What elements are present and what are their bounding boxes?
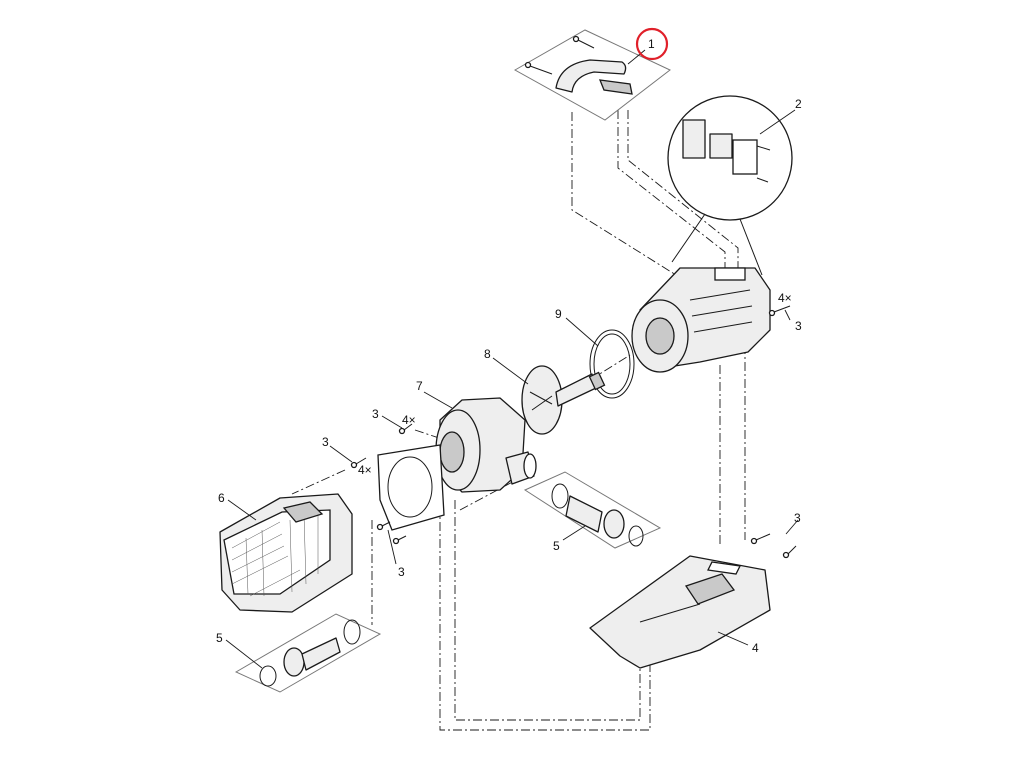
callout-3: 3	[372, 407, 379, 421]
part-3-screws	[350, 305, 797, 559]
callout-1: 1	[648, 37, 655, 51]
part-6-filter-basket	[219, 493, 353, 613]
gasket-plate	[377, 444, 445, 531]
motor-housing	[631, 267, 771, 373]
callout-6: 6	[218, 491, 225, 505]
callout-5: 5	[216, 631, 223, 645]
callout-7: 7	[416, 379, 423, 393]
part-9-o-ring	[589, 329, 635, 399]
callout-4x: 4×	[778, 291, 792, 305]
callout-3: 3	[398, 565, 405, 579]
part-5-hose-set-left	[234, 613, 382, 693]
callout-labels: 1 2 3 4× 9 8 7 3 4× 3 4× 6 3 5 3 4 5	[216, 37, 802, 655]
part-1-handle-group	[513, 29, 671, 121]
callout-3: 3	[794, 511, 801, 525]
callout-4x: 4×	[402, 413, 416, 427]
callout-9: 9	[555, 307, 562, 321]
part-2-switch-detail	[667, 95, 793, 276]
part-4-base-foot	[589, 555, 771, 669]
callout-5: 5	[553, 539, 560, 553]
part-5-hose-set-right	[523, 471, 662, 549]
callout-8: 8	[484, 347, 491, 361]
callout-4x: 4×	[358, 463, 372, 477]
callout-2: 2	[795, 97, 802, 111]
leader-lines	[225, 49, 799, 669]
callout-3: 3	[322, 435, 329, 449]
highlight-ring	[635, 27, 669, 61]
part-8-rotor	[521, 365, 606, 435]
assembly-guide-lines	[291, 110, 746, 731]
part-7-pump-housing	[435, 397, 537, 493]
callout-4: 4	[752, 641, 759, 655]
callout-3: 3	[795, 319, 802, 333]
